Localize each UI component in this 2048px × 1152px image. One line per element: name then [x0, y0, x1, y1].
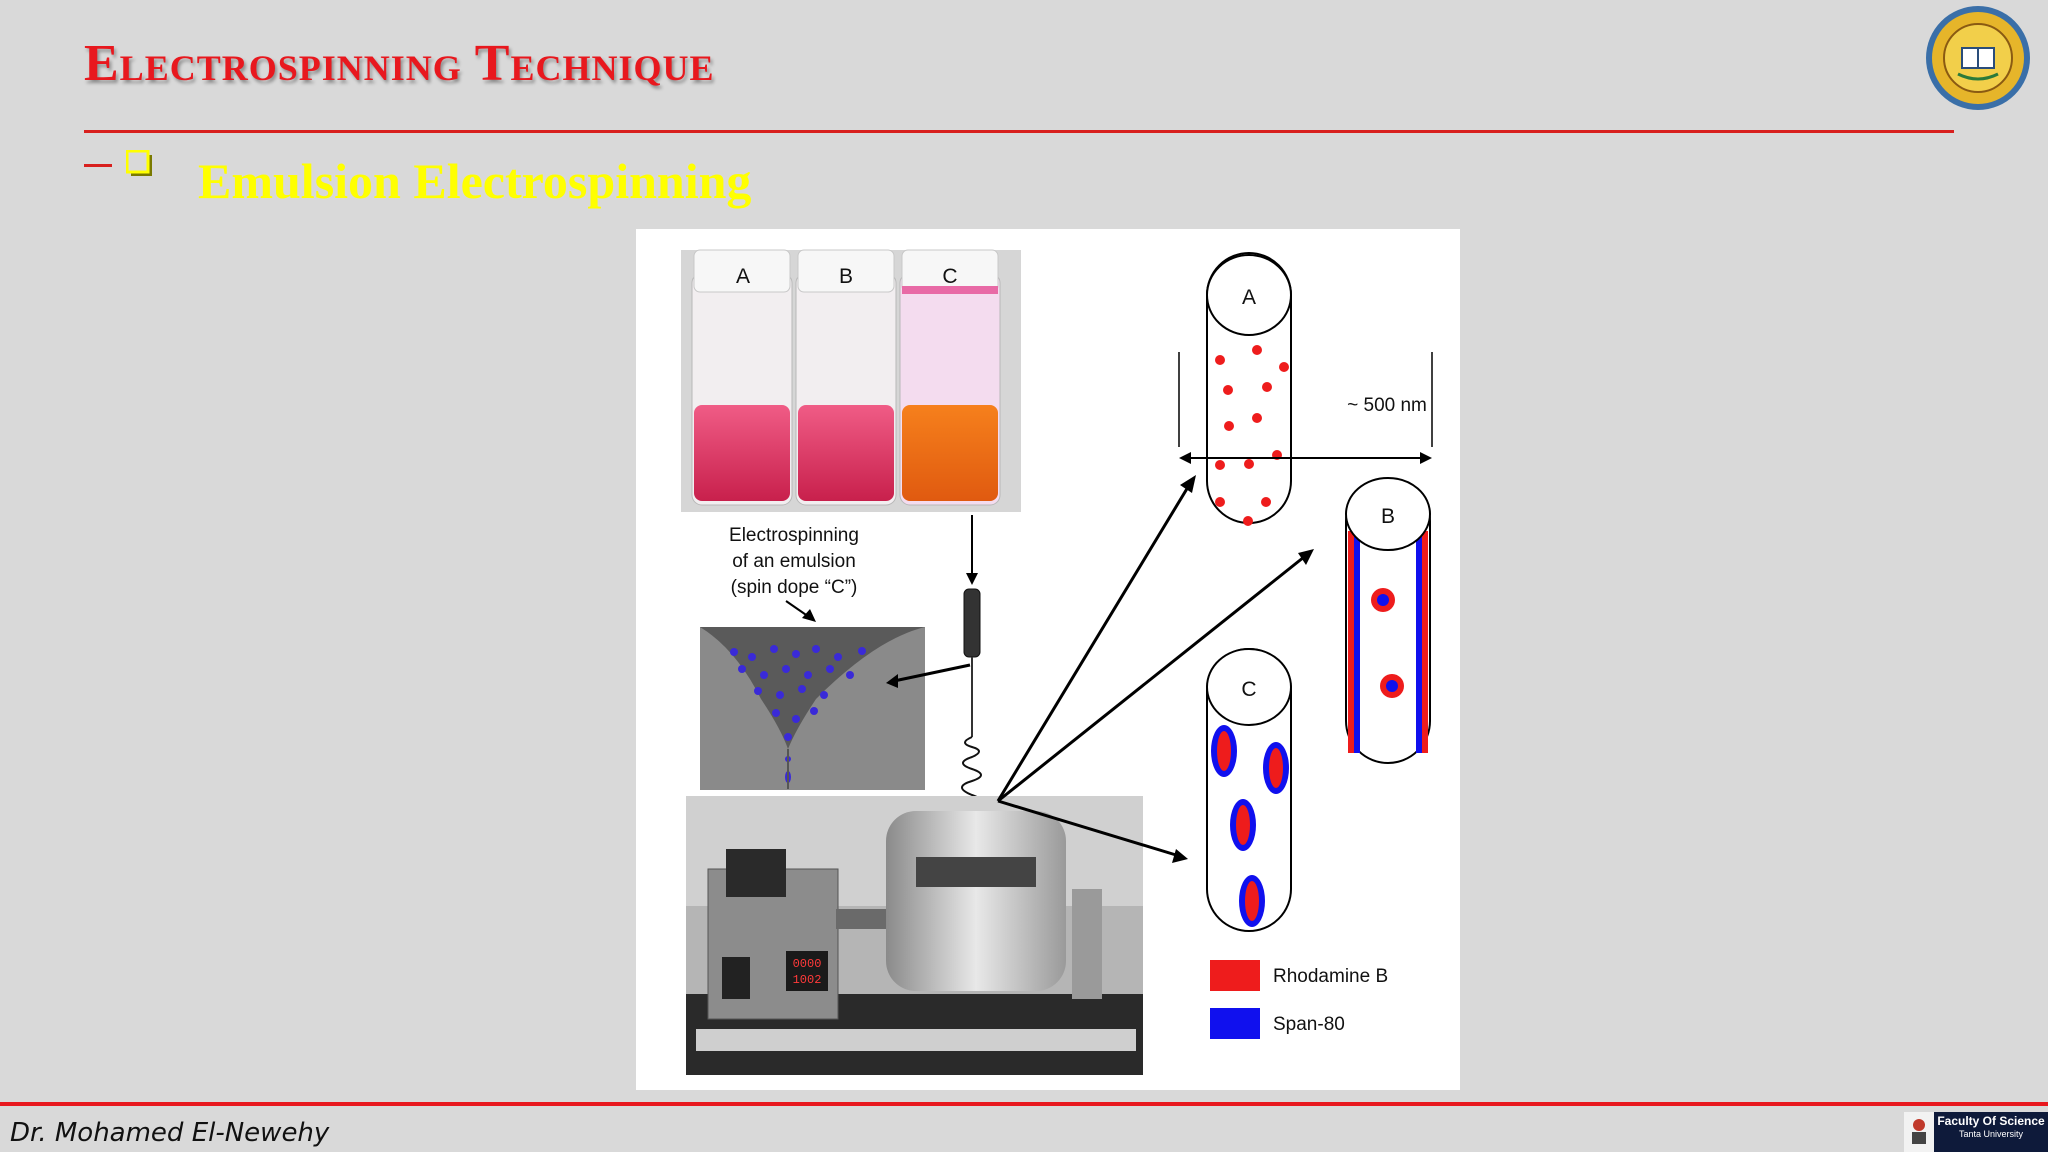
legend-label-span80: Span-80: [1273, 1014, 1345, 1035]
legend-label-rhodamine: Rhodamine B: [1273, 966, 1388, 987]
figure-panel: A B C Electrospinning of an emulsion (sp…: [636, 229, 1460, 1090]
badge-line-1: Faculty Of Science: [1937, 1114, 2045, 1128]
caption-line-2: of an emulsion: [732, 551, 856, 572]
vial-label-c: C: [942, 265, 957, 288]
fiber-b-label: B: [1381, 505, 1395, 528]
legend-swatch-rhodamine: [1210, 960, 1260, 991]
checkbox-bullet-icon: [126, 150, 152, 176]
fiber-c-label: C: [1241, 678, 1256, 701]
faculty-badge-icon: [1904, 1112, 1934, 1152]
vial-label-a: A: [736, 265, 750, 288]
fiber-arrows: [996, 486, 1305, 857]
fiber-c: C: [1206, 648, 1292, 932]
caption-line-3: (spin dope “C”): [731, 577, 858, 598]
fiber-a-label: A: [1242, 286, 1256, 309]
legend-swatch-span80: [1210, 1008, 1260, 1039]
device-display-line-1: 0000: [793, 957, 822, 971]
drum-collector-photo: 0000 1002: [686, 796, 1143, 1075]
faculty-badge: Faculty Of Science Tanta University: [1904, 1112, 2048, 1152]
fiber-b: ~ 500 nm B: [1178, 352, 1433, 764]
section-subtitle: Emulsion Electrospinning: [198, 153, 752, 209]
vial-label-b: B: [839, 265, 853, 288]
university-seal-logo: [1926, 6, 2030, 110]
badge-line-2: Tanta University: [1958, 1129, 2024, 1139]
syringe-jet: [886, 515, 984, 810]
fiber-a: A: [1206, 252, 1292, 526]
slide-title: Electrospinning Technique: [84, 35, 715, 92]
legend: Rhodamine B Span-80: [1210, 960, 1388, 1039]
footer-rule: [0, 1102, 2048, 1106]
bullet-dash: [84, 164, 112, 167]
emulsion-figure: A B C Electrospinning of an emulsion (sp…: [681, 249, 1433, 1075]
dimension-label: ~ 500 nm: [1347, 395, 1427, 416]
caption-line-1: Electrospinning: [729, 525, 859, 546]
footer-author: Dr. Mohamed El-Newehy: [10, 1118, 330, 1148]
taylor-cone-inset: [700, 627, 925, 790]
device-display-line-2: 1002: [793, 973, 822, 987]
title-underline: [84, 130, 1954, 133]
vial-photo: A B C: [681, 249, 1021, 512]
